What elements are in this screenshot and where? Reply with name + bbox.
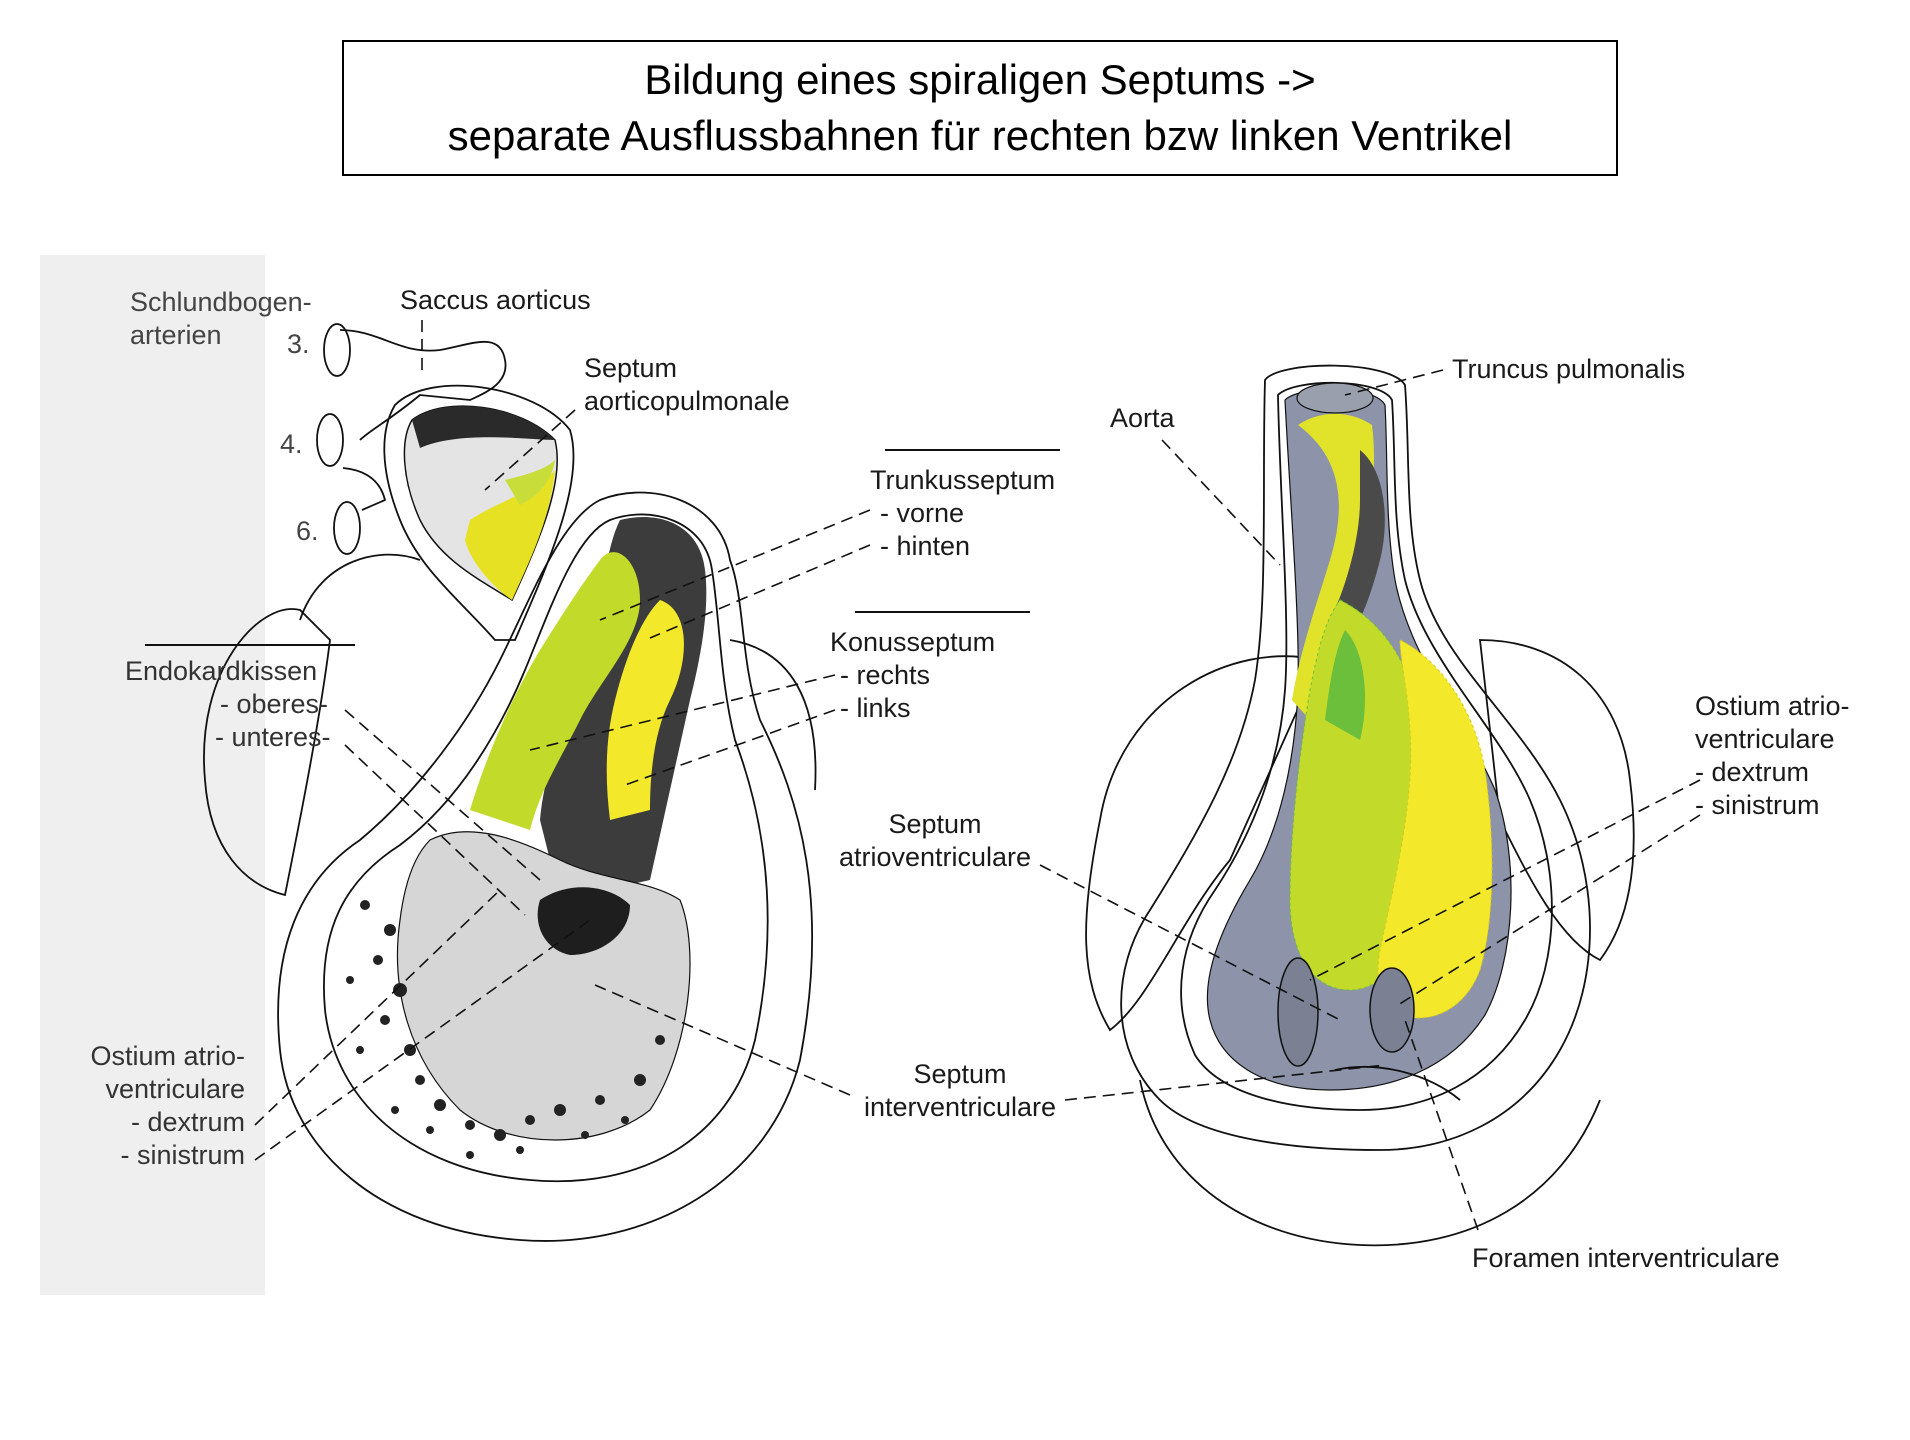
spiral-dark-band [1330, 450, 1385, 640]
right-heart-inner [1180, 381, 1553, 1111]
label-septum-iv: Septum interventriculare [855, 1058, 1065, 1124]
label-septum-ap: Septum aorticopulmonale [584, 352, 790, 418]
arch-artery-3 [323, 323, 351, 377]
label-ostium-right-line2: ventriculare [1695, 724, 1835, 754]
label-trunkus-title: Trunkusseptum [870, 465, 1056, 495]
leader-trunkus-vorne [599, 509, 871, 621]
right-atrium-outline [1085, 655, 1322, 1032]
label-trunkus: Trunkusseptum - vorne - hinten [870, 464, 1055, 563]
arch-artery-4 [316, 413, 344, 467]
label-num3: 3. [287, 329, 310, 359]
leader-endokard-oberes [344, 709, 541, 881]
label-endokard-oberes: - oberes- [220, 689, 329, 719]
label-septum-av-line2: atrioventriculare [838, 842, 1032, 872]
label-septum-av-line1: Septum [888, 809, 982, 839]
septum-aorticopulmonale-green [505, 460, 555, 505]
label-septum-iv-line1: Septum [913, 1059, 1007, 1089]
ostium-ellipse-dextrum [1277, 957, 1319, 1067]
leader-septum-iv-left [594, 984, 851, 1096]
foramen-curve [1334, 1066, 1461, 1101]
label-ostium-right-line1: Ostium atrio- [1695, 691, 1850, 721]
label-schlundbogen: Schlundbogen- arterien [130, 286, 312, 352]
saccus-aorticus-shape [339, 329, 507, 511]
label-ostium-right: Ostium atrio- ventriculare - dextrum - s… [1695, 690, 1850, 822]
label-schlundbogen-line1: Schlundbogen- [130, 287, 312, 317]
leader-endokard-unteres [344, 744, 526, 916]
arch-artery-6 [333, 501, 361, 555]
left-heart-outer [277, 491, 814, 1242]
truncus-septum-green [470, 552, 640, 830]
leader-ostium-r-sinistrum [1397, 814, 1701, 1006]
label-ostium-left-dextrum: - dextrum [130, 1107, 245, 1137]
label-ostium-left: Ostium atrio- ventriculare - dextrum - s… [60, 1040, 245, 1172]
title-line-2: separate Ausflussbahnen für rechten bzw … [447, 112, 1513, 159]
leader-ostium-r-dextrum [1309, 779, 1701, 981]
label-ostium-left-line1: Ostium atrio- [90, 1041, 245, 1071]
arch-arteries [316, 323, 507, 555]
label-foramen: Foramen interventriculare [1472, 1243, 1780, 1273]
label-endokard-unteres: - unteres- [215, 722, 331, 752]
label-aorta: Aorta [1110, 403, 1175, 433]
leader-trunkus-hinten [649, 544, 871, 639]
label-trunkus-hinten: - hinten [880, 531, 971, 561]
left-heart-inner-wall [323, 513, 769, 1183]
right-ventricle-bulge [729, 639, 817, 791]
label-konus-links: - links [840, 693, 911, 723]
title-box: Bildung eines spiraligen Septums -> sepa… [342, 40, 1618, 176]
label-endokard-title: Endokardkissen [125, 656, 318, 686]
septum-aorticopulmonale-yellow [465, 470, 555, 600]
label-num6: 6. [296, 516, 319, 546]
label-konus-rechts: - rechts [840, 660, 931, 690]
title-line-1: Bildung eines spiraligen Septums -> [644, 56, 1316, 103]
trabeculae-speckles [346, 900, 665, 1159]
right-heart-outer [1120, 364, 1591, 1151]
left-heart-figure [145, 320, 1060, 1242]
label-num4: 4. [280, 429, 303, 459]
leader-aorta [1161, 439, 1281, 566]
truncus-opening [1296, 382, 1374, 414]
label-endokard: Endokardkissen - oberes- - unteres- [125, 655, 331, 754]
label-septum-ap-line2: aorticopulmonale [584, 386, 790, 416]
av-canal-opening [537, 887, 630, 955]
spiral-septum-upper [1292, 413, 1375, 720]
label-septum-ap-line1: Septum [584, 353, 678, 383]
septum-aorticopulmonale-dark [412, 406, 555, 448]
leader-konus-rechts [529, 674, 836, 751]
ostium-ellipse-sinistrum [1369, 967, 1415, 1053]
leader-septum-iv-right [1064, 1064, 1386, 1101]
right-heart-figure [1039, 364, 1701, 1247]
conus-septum-yellow [606, 600, 684, 820]
label-ostium-left-line2: ventriculare [105, 1074, 245, 1104]
septum-green-accent [1325, 630, 1365, 740]
label-ostium-right-dextrum: - dextrum [1695, 757, 1810, 787]
label-konus-title: Konusseptum [830, 627, 996, 657]
label-konus: Konusseptum - rechts - links [830, 626, 995, 725]
label-truncus: Truncus pulmonalis [1452, 354, 1686, 384]
left-atrium-right-outline [1478, 639, 1635, 962]
label-ostium-right-sinistrum: - sinistrum [1695, 790, 1820, 820]
label-schlundbogen-line2: arterien [130, 320, 222, 350]
label-ostium-left-sinistrum: - sinistrum [120, 1140, 245, 1170]
leader-septum-ap [484, 409, 576, 491]
leader-truncus [1344, 369, 1444, 396]
saccus-outer [383, 384, 575, 641]
atrium-dome-outline [299, 553, 421, 621]
left-atrium-outline [203, 608, 331, 897]
label-saccus: Saccus aorticus [400, 285, 591, 315]
label-septum-iv-line2: interventriculare [863, 1092, 1057, 1122]
right-ventricle-lower [1139, 1079, 1601, 1247]
leader-ostium-sinistrum [254, 919, 591, 1161]
left-figure-background [40, 255, 265, 1295]
label-septum-av: Septum atrioventriculare [830, 808, 1040, 874]
label-trunkus-vorne: - vorne [880, 498, 965, 528]
